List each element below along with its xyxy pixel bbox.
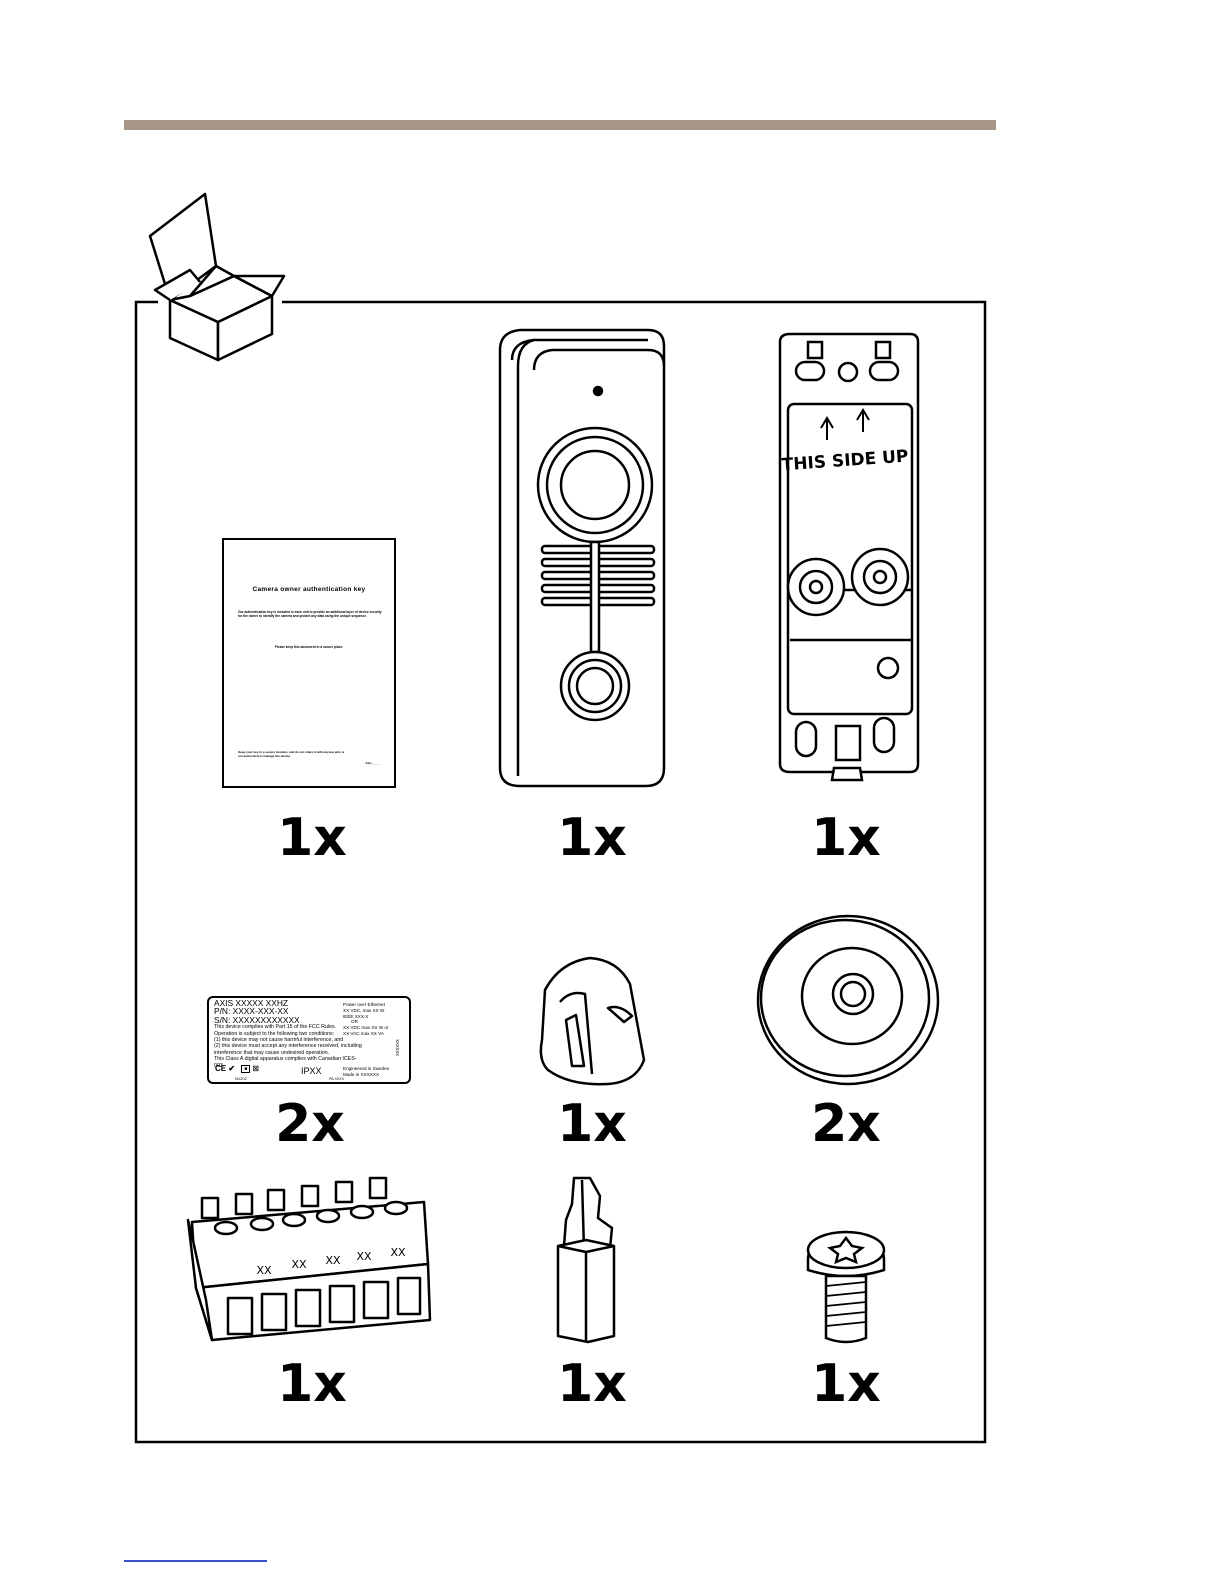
authentication-key-document: Camera owner authentication key Our auth… bbox=[222, 538, 396, 788]
weee-bin-icon: ☒ bbox=[252, 1066, 259, 1073]
quantity-door-station: 1x bbox=[557, 808, 627, 868]
label-fcc-line: (1) this device may not cause harmful in… bbox=[214, 1037, 344, 1044]
label-pa-code: PA-XXXX bbox=[329, 1077, 344, 1081]
mounting-bracket-illustration: THIS SIDE UP bbox=[778, 332, 920, 782]
document-note: Please keep this document in a secure pl… bbox=[274, 645, 344, 649]
quantity-connector: 1x bbox=[277, 1354, 347, 1414]
open-box-icon bbox=[148, 192, 286, 362]
product-label-sticker: AXIS XXXXX XXHZ P/N: XXXX-XXX-XX S/N: XX… bbox=[207, 996, 411, 1084]
label-cert-icons: CE ✔ ■ ☒ bbox=[215, 1064, 259, 1073]
label-left-text: AXIS XXXXX XXHZ P/N: XXXX-XXX-XX S/N: XX… bbox=[214, 999, 364, 1069]
label-n-code: N1202 bbox=[235, 1076, 247, 1081]
label-power-line: XX VDC max XX W or bbox=[343, 1025, 389, 1031]
ce-mark-icon: CE bbox=[215, 1064, 227, 1073]
label-power-line: XX VAC max XX VA bbox=[343, 1030, 384, 1036]
connector-pin-label: XX bbox=[325, 1254, 341, 1267]
door-station-illustration bbox=[498, 328, 666, 788]
label-fcc-line: interference that may cause undesired op… bbox=[214, 1049, 330, 1056]
label-engineered: Engineered in Sweden bbox=[343, 1066, 390, 1071]
label-made-in: Made in XXXXXX bbox=[343, 1071, 380, 1077]
header-rule bbox=[124, 120, 996, 130]
label-fcc-line: This device complies with Part 15 of the… bbox=[214, 1024, 337, 1031]
connector-pin-label: XX bbox=[356, 1250, 372, 1263]
contents-frame bbox=[134, 300, 987, 1444]
connector-pin-label: XX bbox=[390, 1246, 406, 1259]
label-serial-number: S/N: XXXXXXXXXXXX bbox=[214, 1014, 300, 1025]
label-side-code: XXXXXX bbox=[395, 1039, 400, 1056]
label-fcc-line: Operation is subject to the following tw… bbox=[214, 1030, 335, 1037]
label-ip-rating: IPXX bbox=[301, 1066, 322, 1076]
footer-link-rule bbox=[124, 1560, 267, 1562]
screw-illustration bbox=[806, 1230, 886, 1344]
label-power-line: OR bbox=[351, 1019, 358, 1025]
cable-cap-illustration bbox=[539, 956, 646, 1086]
document-signature: Axis_____ bbox=[365, 761, 380, 765]
quantity-bracket: 1x bbox=[811, 808, 881, 868]
label-power-text: Power over Ethernet XX VDC, max XX W IEE… bbox=[343, 1002, 405, 1037]
quantity-label: 2x bbox=[275, 1094, 345, 1154]
plug-disc-illustration bbox=[756, 914, 940, 1086]
label-power-line: IEEE XXX.X bbox=[343, 1013, 369, 1019]
quantity-torx-bit: 1x bbox=[557, 1354, 627, 1414]
label-power-line: Power over Ethernet bbox=[343, 1002, 385, 1007]
document-body: Our authentication key is included in ea… bbox=[238, 610, 382, 619]
quantity-document: 1x bbox=[277, 808, 347, 868]
label-power-line: XX VDC, max XX W bbox=[343, 1007, 385, 1013]
label-fcc-line: (2) this device must accept any interfer… bbox=[214, 1043, 362, 1050]
label-model: AXIS XXXXX XXHZ bbox=[214, 998, 289, 1008]
quantity-cable-cap: 1x bbox=[557, 1094, 627, 1154]
document-title: Camera owner authentication key bbox=[252, 586, 366, 593]
terminal-connector-illustration: XX XX XX XX XX bbox=[186, 1176, 432, 1342]
quantity-plug-disc: 2x bbox=[811, 1094, 881, 1154]
class-label-icon: ■ bbox=[241, 1064, 251, 1073]
ctick-icon: ✔ bbox=[228, 1064, 236, 1073]
label-origin-text: Engineered in Sweden Made in XXXXXX bbox=[343, 1066, 389, 1078]
connector-pin-label: XX bbox=[291, 1258, 307, 1271]
quantity-screw: 1x bbox=[811, 1354, 881, 1414]
label-part-number: P/N: XXXX-XXX-XX bbox=[214, 1006, 289, 1017]
document-footer: Keep your key in a secure location, and … bbox=[238, 750, 345, 758]
torx-bit-illustration bbox=[556, 1176, 616, 1344]
label-fcc-line: This Class A digital apparatus complies … bbox=[214, 1056, 357, 1069]
connector-pin-label: XX bbox=[256, 1264, 272, 1277]
